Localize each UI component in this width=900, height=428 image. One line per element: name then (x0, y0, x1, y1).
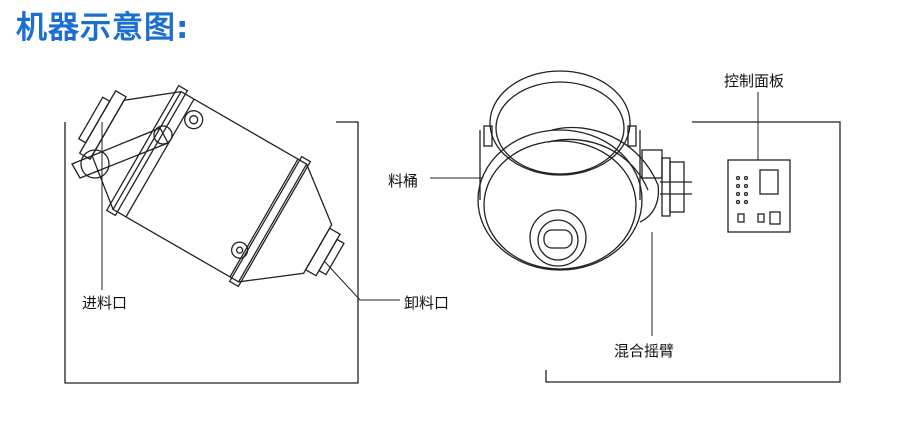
label-inlet: 进料口 (82, 294, 128, 312)
label-outlet: 卸料口 (404, 294, 450, 312)
control-panel (727, 159, 791, 233)
label-mixing-arm: 混合摇臂 (614, 342, 675, 360)
left-frame (64, 121, 359, 384)
label-control-panel: 控制面板 (724, 72, 785, 90)
left-swing-arm (71, 125, 173, 179)
right-drum (477, 70, 660, 271)
page-title: 机器示意图: (16, 10, 190, 46)
label-barrel: 料桶 (388, 172, 419, 190)
right-frame (545, 121, 841, 383)
right-coupling (641, 149, 692, 217)
left-drum (77, 84, 345, 288)
